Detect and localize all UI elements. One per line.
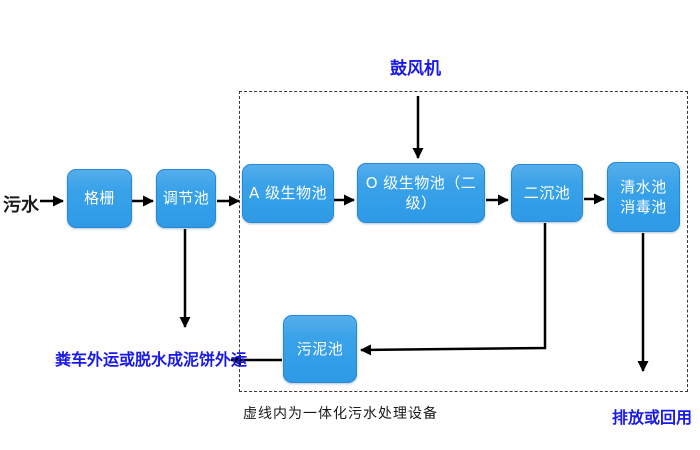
blower-label: 鼓风机 — [390, 59, 441, 79]
integrated-equipment-dashed-boundary — [239, 91, 688, 392]
disinfection-label: 消毒池 — [620, 198, 667, 216]
clear-water-disinfection-box: 清水池 消毒池 — [607, 162, 680, 232]
grid-box: 格栅 — [67, 169, 132, 228]
sludge-tank-box: 污泥池 — [283, 315, 357, 383]
a-bio-tank-box: A 级生物池 — [242, 164, 334, 223]
o-bio-tank-box: O 级生物池（二级） — [357, 163, 485, 223]
influent-label: 污水 — [3, 195, 39, 216]
secondary-clarifier-label: 二沉池 — [523, 183, 571, 202]
a-bio-tank-label: A 级生物池 — [248, 184, 328, 203]
regulating-tank-label: 调节池 — [162, 189, 210, 208]
grid-label: 格栅 — [83, 189, 115, 208]
sludge-disposal-label: 粪车外运或脱水成泥饼外运 — [55, 350, 248, 369]
secondary-clarifier-box: 二沉池 — [511, 164, 583, 222]
o-bio-tank-label: O 级生物池（二级） — [365, 173, 477, 212]
regulating-tank-box: 调节池 — [156, 169, 216, 228]
effluent-label: 排放或回用 — [612, 408, 693, 427]
dashed-box-caption: 虚线内为一体化污水处理设备 — [243, 406, 438, 422]
sludge-tank-label: 污泥池 — [296, 339, 344, 358]
clear-water-label: 清水池 — [620, 177, 667, 196]
